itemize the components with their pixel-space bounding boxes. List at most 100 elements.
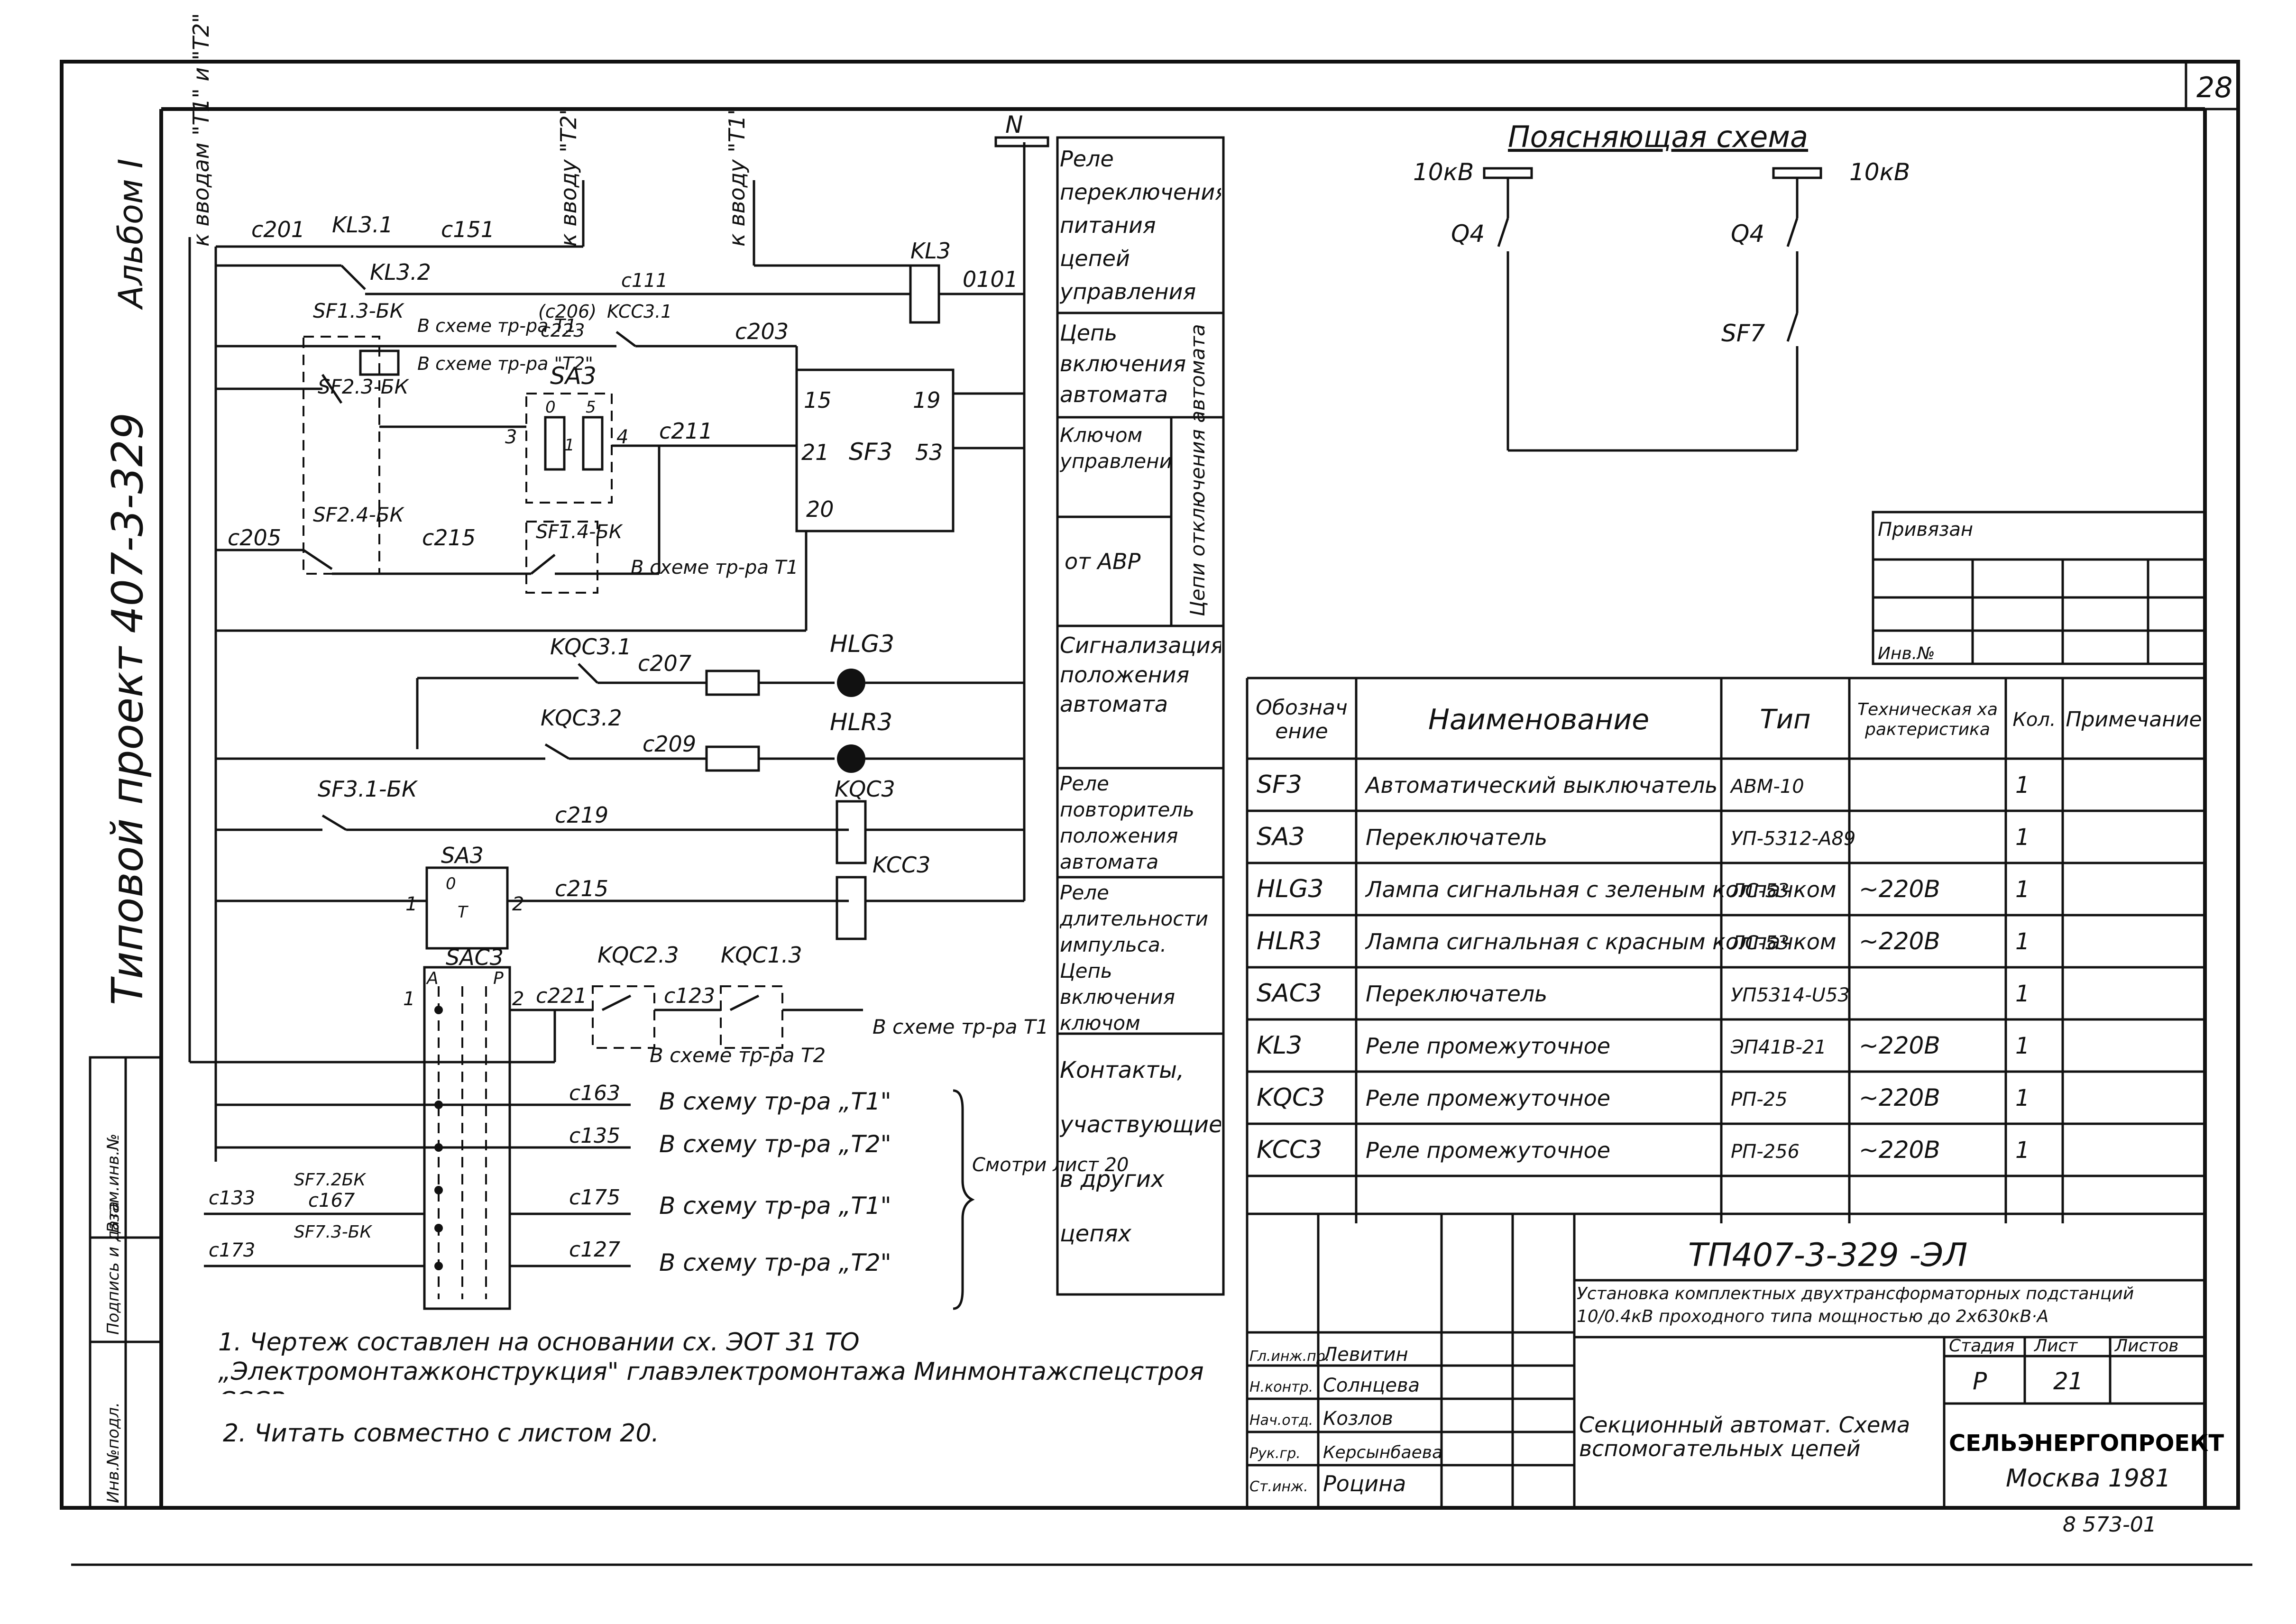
svg-text:Взам.инв.№: Взам.инв.№ — [104, 1134, 123, 1233]
svg-text:10кВ: 10кВ — [1413, 158, 1474, 186]
svg-text:Солнцева: Солнцева — [1323, 1375, 1420, 1396]
spec-header-4: Кол. — [2012, 708, 2056, 731]
svg-text:Н.контр.: Н.контр. — [1249, 1379, 1313, 1395]
svg-text:Q4: Q4 — [1731, 220, 1764, 248]
svg-text:KQC3.2: KQC3.2 — [541, 705, 622, 731]
svg-text:53: 53 — [915, 440, 943, 465]
svg-text:с133: с133 — [209, 1187, 255, 1209]
svg-text:В схему тр-ра „Т2": В схему тр-ра „Т2" — [659, 1249, 891, 1276]
svg-text:СЕЛЬЭНЕРГОПРОЕКТ: СЕЛЬЭНЕРГОПРОЕКТ — [1949, 1430, 2224, 1457]
spec-header-3: Техническая характеристика — [1857, 699, 1998, 739]
spec-cell: 1 — [2015, 1033, 2030, 1059]
svg-text:3: 3 — [505, 426, 517, 448]
svg-text:SF3: SF3 — [849, 438, 892, 466]
svg-text:с221: с221 — [536, 984, 587, 1008]
svg-text:Рук.гр.: Рук.гр. — [1249, 1445, 1301, 1462]
spec-cell: ~220В — [1859, 875, 1940, 903]
spec-header-0: Обозначение — [1256, 695, 1348, 743]
svg-text:10кВ: 10кВ — [1849, 158, 1910, 186]
svg-text:SF7: SF7 — [1721, 320, 1765, 347]
svg-text:SF2.3-БК: SF2.3-БК — [318, 375, 410, 398]
spec-cell: HLG3 — [1257, 875, 1323, 903]
svg-text:Лист: Лист — [2033, 1336, 2078, 1356]
svg-text:В схему тр-ра „Т2": В схему тр-ра „Т2" — [659, 1130, 891, 1158]
svg-text:KQC3: KQC3 — [835, 776, 895, 802]
svg-text:KL3.1: KL3.1 — [332, 212, 393, 238]
svg-text:с135: с135 — [569, 1124, 620, 1148]
project-label: Типовой проект 407-3-329 — [103, 413, 153, 1005]
svg-text:с209: с209 — [643, 731, 696, 757]
svg-text:SAC3: SAC3 — [446, 945, 504, 970]
svg-text:KCC3.1: KCC3.1 — [607, 301, 672, 322]
svg-text:(с206): (с206) — [538, 301, 597, 322]
spec-cell: АВМ-10 — [1729, 776, 1804, 798]
sf3-box — [795, 368, 955, 532]
svg-text:1: 1 — [405, 893, 417, 915]
spec-cell: Автоматический выключатель — [1364, 772, 1717, 798]
spec-cell: Реле промежуточное — [1366, 1085, 1610, 1111]
svg-text:Подпись и дата: Подпись и дата — [104, 1201, 123, 1335]
svg-text:1: 1 — [564, 436, 575, 455]
svg-text:Поясняющая схема: Поясняющая схема — [1508, 119, 1808, 154]
svg-text:В схеме тр-ра Т1: В схеме тр-ра Т1 — [417, 315, 577, 336]
svg-text:21: 21 — [2053, 1367, 2084, 1395]
spec-cell: Реле промежуточное — [1366, 1138, 1610, 1163]
spec-cell: ~220В — [1859, 1136, 1940, 1164]
svg-text:к вводу "Т1": к вводу "Т1" — [724, 105, 750, 247]
svg-text:В схему тр-ра „Т1": В схему тр-ра „Т1" — [659, 1088, 891, 1115]
spec-cell: УП-5312-А89 — [1731, 828, 1855, 850]
svg-text:T: T — [458, 903, 468, 922]
svg-text:В схеме тр-ра Т2: В схеме тр-ра Т2 — [650, 1044, 826, 1067]
spec-cell: Реле промежуточное — [1366, 1033, 1610, 1059]
spec-cell: Лампа сигнальная с красным колпачком — [1365, 929, 1837, 954]
svg-text:с163: с163 — [569, 1081, 620, 1105]
svg-text:Ст.инж.: Ст.инж. — [1249, 1478, 1308, 1495]
svg-text:к вводу "Т2": к вводу "Т2" — [556, 105, 581, 247]
spec-cell: УП5314-U53 — [1731, 984, 1850, 1006]
svg-text:5: 5 — [586, 398, 596, 417]
svg-text:KCC3: KCC3 — [872, 852, 930, 878]
svg-text:Нач.отд.: Нач.отд. — [1249, 1412, 1313, 1429]
svg-text:HLR3: HLR3 — [830, 708, 892, 736]
svg-text:с203: с203 — [735, 319, 789, 344]
svg-text:Листов: Листов — [2114, 1336, 2178, 1356]
spec-cell: 1 — [2015, 1085, 2030, 1111]
svg-text:к вводам "Т1" и "Т2": к вводам "Т1" и "Т2" — [188, 13, 214, 247]
svg-text:ТП407-3-329 -ЭЛ: ТП407-3-329 -ЭЛ — [1688, 1237, 1967, 1274]
svg-text:Смотри лист 20: Смотри лист 20 — [972, 1154, 1129, 1176]
svg-text:0101: 0101 — [963, 266, 1018, 292]
svg-text:15: 15 — [804, 387, 832, 413]
svg-text:Q4: Q4 — [1451, 220, 1485, 248]
spec-cell: Переключатель — [1366, 981, 1547, 1007]
svg-text:8 573-01: 8 573-01 — [2063, 1513, 2157, 1537]
svg-text:4: 4 — [616, 426, 628, 448]
svg-text:1: 1 — [403, 988, 415, 1010]
spec-cell: SA3 — [1257, 823, 1305, 851]
privyazan-block: Привязан Инв.№ — [1872, 511, 2206, 665]
svg-text:KL3.2: KL3.2 — [370, 259, 431, 285]
svg-text:с219: с219 — [555, 802, 608, 828]
svg-text:Инв.№: Инв.№ — [1878, 644, 1935, 663]
title-block: ТП407-3-329 -ЭЛ Установка комплектных дв… — [1246, 1212, 2224, 1537]
svg-text:19: 19 — [913, 387, 941, 413]
spec-cell: ~220В — [1859, 1084, 1940, 1111]
spec-cell: KQC3 — [1257, 1083, 1325, 1112]
function-legend-column: Реле переключения питания цепей управлен… — [1056, 136, 1225, 1296]
svg-text:с173: с173 — [209, 1239, 255, 1261]
svg-text:Стадия: Стадия — [1949, 1336, 2014, 1356]
svg-text:SF3.1-БК: SF3.1-БК — [318, 776, 418, 802]
svg-text:с111: с111 — [621, 270, 668, 292]
svg-text:0: 0 — [545, 398, 556, 417]
svg-text:с167: с167 — [308, 1190, 355, 1211]
svg-text:В схеме тр-ра Т1: В схеме тр-ра Т1 — [872, 1015, 1048, 1038]
svg-text:KQC1.3: KQC1.3 — [721, 942, 802, 968]
svg-text:SA3: SA3 — [441, 843, 484, 868]
spec-header-2: Тип — [1760, 704, 1811, 735]
explanatory-scheme: Поясняющая схема 10кВ 10кВ Q4 Q4 SF7 — [1413, 119, 1910, 452]
spec-cell: РП-25 — [1731, 1089, 1788, 1110]
svg-text:0: 0 — [446, 874, 456, 893]
spec-cell: 1 — [2015, 981, 2030, 1007]
spec-cell: ЭП41В-21 — [1730, 1037, 1827, 1058]
